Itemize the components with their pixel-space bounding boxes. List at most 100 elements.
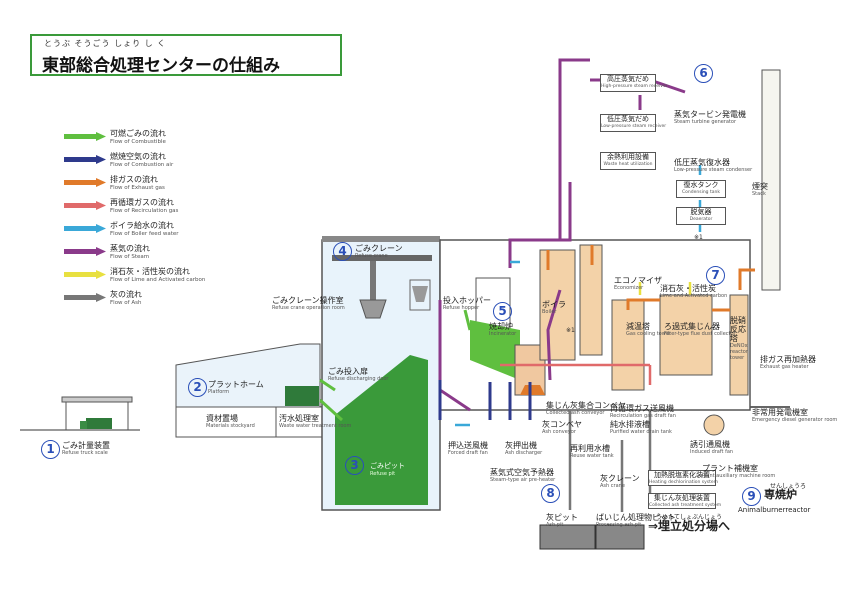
legend-label-en: Flow of Steam	[110, 254, 150, 260]
ash-pits	[539, 524, 645, 550]
legend-arrow-icon	[64, 270, 106, 279]
legend-label: 再循環ガスの流れ	[110, 198, 174, 207]
marker-6: 6	[694, 64, 713, 83]
legend-arrow-icon	[64, 224, 106, 233]
title-box: とうぶ そうごう しょり し く 東部総合処理センターの仕組み	[30, 34, 342, 76]
truck-scale-shed	[61, 396, 133, 431]
page-title: 東部総合処理センターの仕組み	[42, 56, 280, 76]
marker-3: 3	[345, 456, 364, 475]
recirculation-gas-lines	[500, 363, 652, 385]
legend-label-en: Flow of Lime and Activated carbon	[110, 277, 206, 283]
label-landfill-ruby: うめたてしょぶんじょう	[656, 514, 723, 521]
title-ruby: とうぶ そうごう しょり し く	[44, 39, 167, 48]
platform-building	[175, 343, 325, 438]
legend-arrow-icon	[64, 132, 106, 141]
marker-9: 9	[742, 487, 761, 506]
legend-label: 消石灰・活性炭の流れ	[110, 267, 190, 276]
marker-4: 4	[333, 242, 352, 261]
legend-label: 灰の流れ	[110, 290, 142, 299]
legend-label-en: Flow of Boiler feed water	[110, 231, 179, 237]
legend-arrow-icon	[64, 247, 106, 256]
label-animal-incinerator: 専焼炉	[764, 488, 797, 501]
legend-label-en: Flow of Exhaust gas	[110, 185, 165, 191]
boiler-equipment	[539, 69, 781, 436]
legend-arrow-icon	[64, 201, 106, 210]
legend-label-en: Flow of Combustion air	[110, 162, 174, 168]
label-animal-ruby: せんしょうろ	[770, 483, 807, 490]
legend-label: 蒸気の流れ	[110, 244, 150, 253]
legend-label-en: Flow of Ash	[110, 300, 142, 306]
label-landfill: ⇒埋立処分場へ	[648, 519, 731, 533]
label-mark-1-boiler: ※1	[566, 327, 575, 334]
lime-flow-lines	[638, 282, 692, 295]
label-mark-1-top: ※1	[694, 234, 703, 241]
legend-label: 燃焼空気の流れ	[110, 152, 166, 161]
boiler-water-lines	[455, 165, 702, 427]
legend-label: ボイラ給水の流れ	[110, 221, 174, 230]
legend-arrow-icon	[64, 155, 106, 164]
label-animal-incinerator-en: Animalburnerreactor	[738, 506, 811, 514]
legend-label: 可燃ごみの流れ	[110, 129, 166, 138]
combustion-air-lines	[438, 380, 532, 420]
marker-1: 1	[41, 440, 60, 459]
marker-2: 2	[188, 378, 207, 397]
legend-arrow-icon	[64, 178, 106, 187]
exhaust-gas-lines	[546, 245, 755, 312]
refuse-flow-arrows	[318, 309, 472, 422]
legend-label-en: Flow of Recirculation gas	[110, 208, 179, 214]
legend-arrow-icon	[64, 293, 106, 302]
marker-8: 8	[541, 484, 560, 503]
legend-label-en: Flow of Combustible	[110, 139, 166, 145]
legend-label: 排ガスの流れ	[110, 175, 158, 184]
marker-7: 7	[706, 266, 725, 285]
